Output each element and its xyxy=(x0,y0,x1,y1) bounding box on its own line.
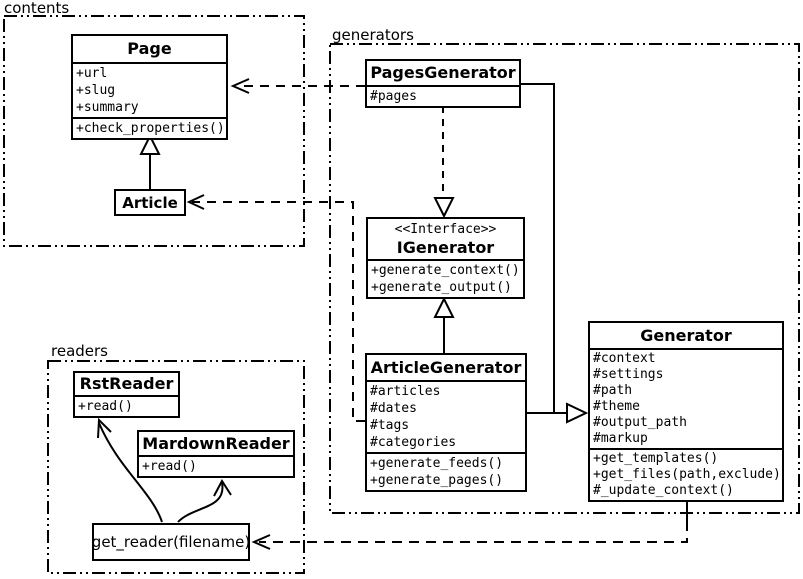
generators-package-border xyxy=(329,43,800,514)
attribute: #path xyxy=(593,383,633,398)
class-igenerator: <<Interface>> IGenerator +generate_conte… xyxy=(366,217,525,299)
method: +check_properties() xyxy=(76,121,225,136)
attribute: +url xyxy=(76,66,108,81)
article-to-page-triangle xyxy=(139,133,161,155)
pagesgenerator-to-igenerator-triangle xyxy=(433,197,455,219)
method: +get_templates() xyxy=(593,451,719,466)
class-generator-name: Generator xyxy=(640,326,732,345)
attribute: #context xyxy=(593,351,656,366)
class-articlegenerator-name: ArticleGenerator xyxy=(370,358,522,377)
class-igenerator-methods: +generate_context() +generate_output() xyxy=(368,259,523,297)
readers-package-label: readers xyxy=(51,342,108,360)
attribute: #pages xyxy=(370,89,417,104)
method: +get_files(path,exclude) xyxy=(593,467,781,482)
class-article-name: Article xyxy=(122,193,178,212)
generators-package-label: generators xyxy=(332,26,414,44)
readers-package-border xyxy=(47,360,305,574)
articlegenerator-to-article-line xyxy=(192,201,365,422)
class-mardownreader-methods: +read() xyxy=(139,455,293,476)
class-mardownreader: MardownReader +read() xyxy=(137,430,295,478)
class-page-name: Page xyxy=(127,39,172,58)
get-reader-box: get_reader(filename) xyxy=(92,523,250,561)
attribute: #theme xyxy=(593,399,640,414)
class-articlegenerator-methods: +generate_feeds() +generate_pages() xyxy=(367,452,525,490)
attribute: #articles xyxy=(370,384,441,399)
method: +generate_output() xyxy=(371,280,512,295)
class-igenerator-header: <<Interface>> IGenerator xyxy=(368,219,523,259)
articlegenerator-to-igenerator-triangle xyxy=(433,296,455,318)
class-article: Article xyxy=(114,189,186,216)
attribute: +summary xyxy=(76,100,139,115)
method: +read() xyxy=(78,399,133,414)
class-page-methods: +check_properties() xyxy=(73,117,226,138)
getreader-to-mardownreader-arrowhead xyxy=(213,479,232,497)
class-pagesgenerator-attributes: #pages xyxy=(367,85,519,106)
method: +read() xyxy=(142,459,197,474)
getreader-to-mardownreader-curve xyxy=(177,482,224,523)
get-reader-label: get_reader(filename) xyxy=(91,533,251,551)
class-page: Page +url +slug +summary +check_properti… xyxy=(71,34,228,140)
class-generator-attributes: #context #settings #path #theme #output_… xyxy=(590,348,782,448)
contents-package-label: contents xyxy=(4,0,70,17)
method: +generate_feeds() xyxy=(370,456,504,471)
generator-to-getreader-arrowhead xyxy=(251,534,271,550)
class-mardownreader-name: MardownReader xyxy=(142,434,290,453)
getreader-to-rstreader-curve xyxy=(98,422,163,523)
method: #_update_context() xyxy=(593,483,734,498)
attribute: #categories xyxy=(370,435,457,450)
class-pagesgenerator: PagesGenerator #pages xyxy=(365,59,521,108)
class-generator-methods: +get_templates() +get_files(path,exclude… xyxy=(590,448,782,500)
method: +generate_context() xyxy=(371,263,520,278)
pagesgenerator-to-generator-line xyxy=(521,83,567,414)
class-articlegenerator-attributes: #articles #dates #tags #categories xyxy=(367,380,525,452)
class-igenerator-stereotype: <<Interface>> xyxy=(394,222,497,237)
attribute: #settings xyxy=(593,367,664,382)
getreader-to-rstreader-arrowhead xyxy=(97,417,112,439)
articlegenerator-to-article-arrowhead xyxy=(186,194,205,210)
class-generator: Generator #context #settings #path #them… xyxy=(588,321,784,502)
class-page-attributes: +url +slug +summary xyxy=(73,62,226,117)
attribute: #output_path xyxy=(593,415,687,430)
class-articlegenerator: ArticleGenerator #articles #dates #tags … xyxy=(365,353,527,492)
contents-package-border xyxy=(3,15,305,247)
method: +generate_pages() xyxy=(370,473,504,488)
class-rstreader-methods: +read() xyxy=(75,395,178,416)
class-pagesgenerator-name: PagesGenerator xyxy=(370,63,516,82)
class-rstreader-name: RstReader xyxy=(79,374,174,393)
attribute: #tags xyxy=(370,418,410,433)
attribute: #dates xyxy=(370,401,417,416)
generator-to-getreader-line xyxy=(259,521,688,543)
to-generator-triangle xyxy=(566,402,589,424)
attribute: +slug xyxy=(76,83,116,98)
class-rstreader: RstReader +read() xyxy=(73,371,180,418)
pagesgenerator-to-page-arrowhead xyxy=(230,78,250,94)
class-igenerator-name: IGenerator xyxy=(396,238,495,257)
attribute: #markup xyxy=(593,431,648,446)
